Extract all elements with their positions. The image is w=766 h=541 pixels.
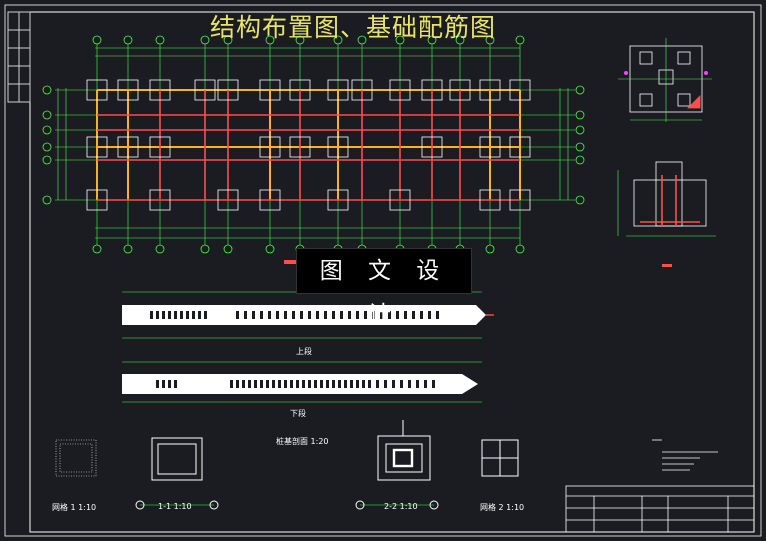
pile-caps <box>86 79 531 211</box>
outer-frame <box>4 4 762 537</box>
section-marker-left <box>624 71 628 75</box>
drawing-title: 结构布置图、基础配筋图 <box>210 13 497 42</box>
upper-pile-label: 上段 <box>296 347 312 356</box>
cap-plan-detail <box>618 38 712 122</box>
binding-strip <box>7 11 31 103</box>
inner-frame <box>29 11 755 533</box>
section-1-caption: 1-1 1:10 <box>158 502 192 511</box>
notes-block <box>652 439 718 471</box>
plan-beams-orange <box>96 89 521 200</box>
section-2-detail <box>355 420 439 510</box>
watermark-banner: 图 文 设 计 <box>296 248 472 328</box>
title-block <box>565 485 755 533</box>
mesh-1-detail <box>55 439 97 477</box>
grid-bubbles <box>42 35 585 254</box>
mesh-2-caption: 网格 2 1:10 <box>480 503 525 512</box>
section-1-detail <box>135 437 219 510</box>
section-2-caption: 2-2 1:10 <box>384 502 418 511</box>
plan-beams-red <box>97 90 520 201</box>
plan-grid-lines <box>55 42 575 246</box>
plan-tag-red <box>284 260 296 264</box>
pile-lower-elevation <box>122 361 482 403</box>
section-tag-red <box>662 264 672 267</box>
pile-detail-caption: 桩基剖面 1:20 <box>276 437 329 446</box>
mesh-2-detail <box>481 439 519 477</box>
lower-pile-label: 下段 <box>290 409 306 418</box>
mesh-1-caption: 网格 1 1:10 <box>52 503 97 512</box>
section-marker-right <box>704 71 708 75</box>
pile-upper-elevation <box>122 291 494 339</box>
cap-section-detail <box>617 161 716 237</box>
